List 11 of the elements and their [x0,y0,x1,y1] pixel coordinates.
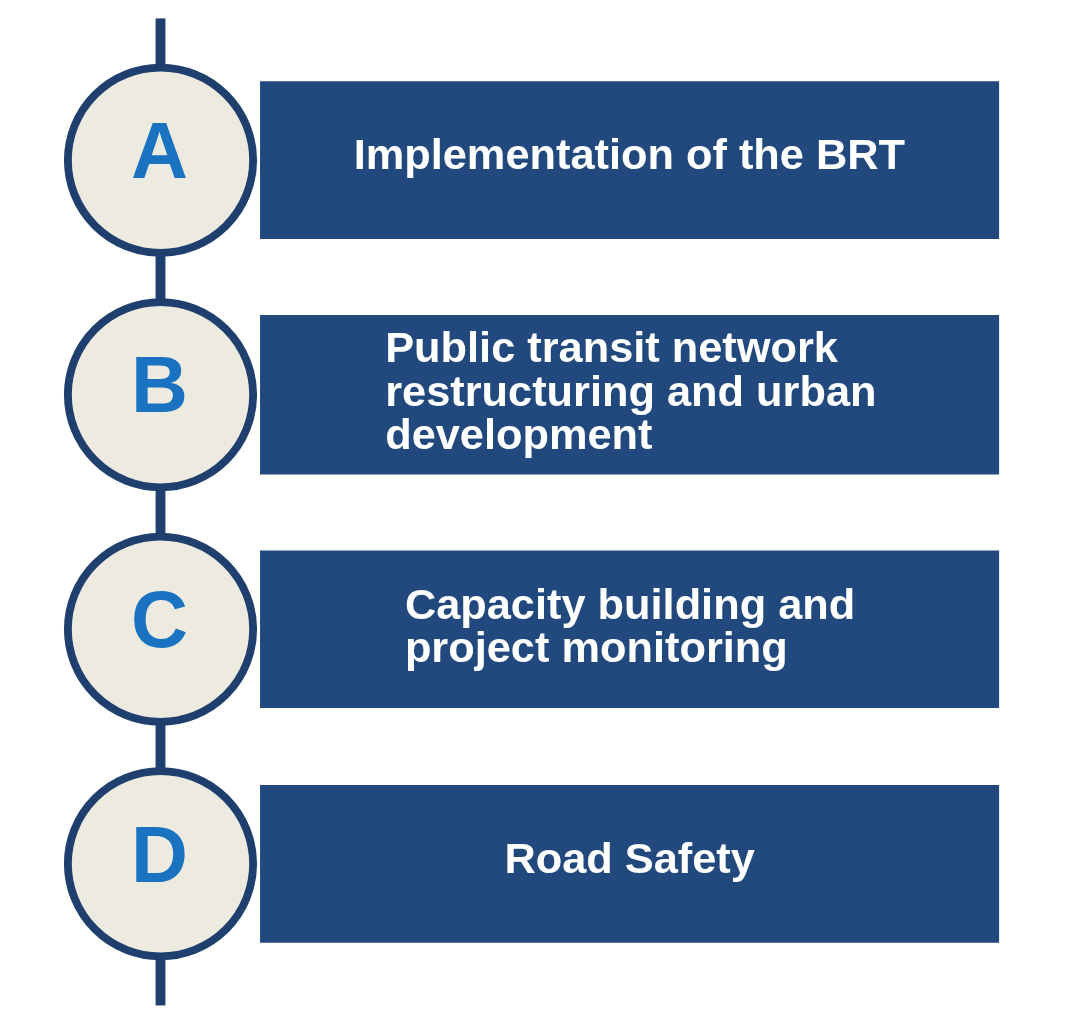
connector [155,722,166,771]
connector [155,18,166,67]
node-box: Public transit network restructuring and urban development [260,314,1000,475]
node-box: Road Safety [260,784,1000,943]
node-box: Capacity building and project monitoring [260,550,1000,709]
node-circle: C [63,532,258,726]
node-circle: D [63,767,258,961]
node-circle: A [63,63,258,257]
connector [155,253,166,302]
node-circle: B [63,298,258,492]
node-box: Implementation of the BRT [260,81,1000,240]
